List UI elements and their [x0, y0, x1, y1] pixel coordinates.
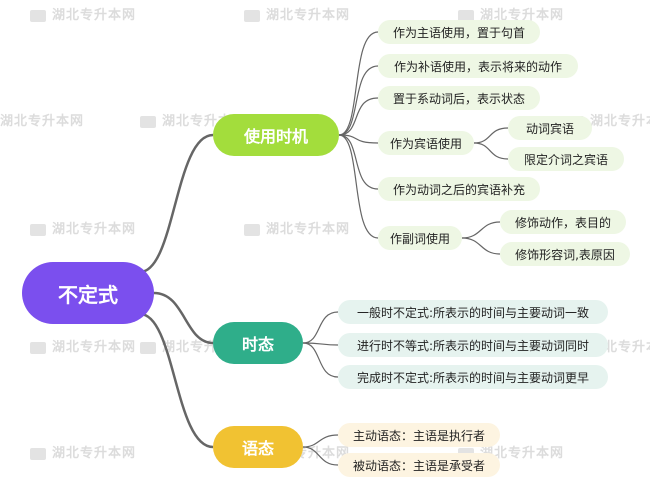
tense-item-progressive[interactable]: 进行时不等式:所表示的时间与主要动词同时	[338, 333, 608, 357]
usage-item-object-complement[interactable]: 作为动词之后的宾语补充	[378, 177, 540, 201]
object-child-preposition-object[interactable]: 限定介词之宾语	[508, 147, 624, 171]
link-adverb-child	[461, 221, 501, 239]
watermark: 湖北专升本网	[244, 218, 350, 237]
watermark: 湖北专升本网	[458, 4, 564, 23]
graduation-cap-icon	[30, 223, 46, 236]
leaf-label: 修饰动作，表目的	[514, 215, 611, 230]
leaf-label: 作为补语使用，表示将来的动作	[393, 59, 562, 74]
usage-item-predicative[interactable]: 置于系动词后，表示状态	[378, 86, 540, 110]
link-usage-item	[338, 31, 379, 136]
leaf-label: 作为主语使用，置于句首	[392, 25, 525, 40]
link-tense-item	[302, 311, 339, 344]
link-object-child	[473, 142, 509, 160]
link-usage-item	[338, 134, 379, 190]
branch-tense[interactable]: 时态	[213, 322, 303, 364]
link-tense-item	[302, 342, 339, 378]
voice-item-passive[interactable]: 被动语态：主语是承受者	[338, 453, 500, 477]
graduation-cap-icon	[140, 341, 156, 354]
link-usage-item	[338, 97, 379, 136]
usage-item-subject[interactable]: 作为主语使用，置于句首	[378, 20, 540, 44]
graduation-cap-icon	[244, 223, 260, 236]
leaf-label: 限定介词之宾语	[523, 152, 608, 167]
voice-item-active[interactable]: 主动语态：主语是执行者	[338, 423, 500, 447]
leaf-label: 修饰形容词,表原因	[515, 247, 615, 262]
link-adverb-child	[461, 237, 501, 255]
leaf-label: 动词宾语	[525, 121, 574, 136]
root-label: 不定式	[58, 282, 118, 307]
leaf-label: 作为动词之后的宾语补充	[392, 182, 525, 197]
link-voice-item	[302, 434, 339, 448]
watermark: 湖北专升本网	[0, 114, 85, 129]
link-root-tense	[153, 291, 214, 345]
adverb-child-purpose[interactable]: 修饰动作，表目的	[500, 210, 626, 234]
leaf-label: 作为宾语使用	[389, 136, 462, 151]
graduation-cap-icon	[30, 447, 46, 460]
watermark: 湖北专升本网	[30, 336, 136, 355]
graduation-cap-icon	[458, 9, 474, 22]
tense-item-perfect[interactable]: 完成时不定式:所表示的时间与主要动词更早	[338, 365, 608, 389]
graduation-cap-icon	[140, 115, 156, 128]
usage-item-object[interactable]: 作为宾语使用	[378, 131, 474, 155]
leaf-label: 进行时不等式:所表示的时间与主要动词同时	[356, 338, 590, 353]
leaf-label: 主动语态：主语是执行者	[352, 428, 485, 443]
tense-item-simple[interactable]: 一般时不定式:所表示的时间与主要动词一致	[338, 300, 608, 324]
graduation-cap-icon	[30, 9, 46, 22]
link-usage-item	[338, 134, 379, 239]
graduation-cap-icon	[30, 341, 46, 354]
branch-voice[interactable]: 语态	[213, 426, 303, 468]
usage-item-complement[interactable]: 作为补语使用，表示将来的动作	[378, 54, 578, 78]
watermark: 湖北专升本网	[30, 218, 136, 237]
link-root-voice	[139, 312, 214, 449]
link-voice-item	[302, 446, 339, 466]
watermark: 湖北专升本网	[30, 4, 136, 23]
leaf-label: 被动语态：主语是承受者	[352, 458, 485, 473]
usage-item-adverb[interactable]: 作副词使用	[378, 226, 462, 250]
adverb-child-reason[interactable]: 修饰形容词,表原因	[500, 242, 630, 266]
graduation-cap-icon	[244, 9, 260, 22]
leaf-label: 完成时不定式:所表示的时间与主要动词更早	[356, 370, 590, 385]
link-usage-item	[338, 134, 379, 144]
link-root-usage	[139, 133, 214, 274]
leaf-label: 作副词使用	[389, 231, 450, 246]
leaf-label: 置于系动词后，表示状态	[392, 91, 525, 106]
watermark: 湖北专升本网	[30, 442, 136, 461]
object-child-verb-object[interactable]: 动词宾语	[508, 116, 592, 140]
link-usage-item	[338, 65, 379, 136]
branch-label: 使用时机	[243, 127, 308, 146]
watermark: 湖北专升本网	[244, 4, 350, 23]
root-node[interactable]: 不定式	[22, 262, 154, 324]
leaf-label: 一般时不定式:所表示的时间与主要动词一致	[356, 305, 590, 320]
branch-usage[interactable]: 使用时机	[213, 114, 339, 156]
branch-label: 时态	[241, 335, 274, 354]
link-object-child	[473, 127, 509, 144]
branch-label: 语态	[241, 439, 274, 458]
